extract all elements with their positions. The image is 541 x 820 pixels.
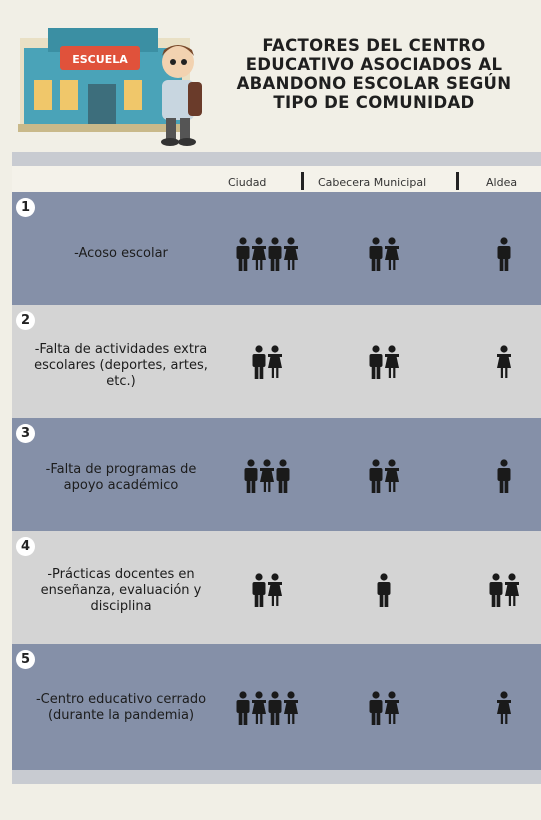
page-title: FACTORES DEL CENTRO EDUCATIVO ASOCIADOS … bbox=[214, 36, 534, 112]
factor-number: 5 bbox=[16, 650, 35, 669]
title-line: FACTORES DEL CENTRO bbox=[262, 36, 486, 55]
title-line: TIPO DE COMUNIDAD bbox=[273, 93, 475, 112]
school-illustration: ESCUELA bbox=[18, 28, 202, 146]
factor-number: 3 bbox=[16, 424, 35, 443]
school-sign-text: ESCUELA bbox=[72, 53, 128, 66]
factor-number: 1 bbox=[16, 198, 35, 217]
factor-label: -Falta de actividades extra escolares (d… bbox=[34, 342, 208, 389]
column-separator bbox=[456, 172, 459, 190]
school-steps bbox=[18, 124, 190, 132]
top-band bbox=[12, 152, 541, 166]
factor-label: -Centro educativo cerrado (durante la pa… bbox=[35, 692, 207, 723]
column-header-cabecera: Cabecera Municipal bbox=[318, 176, 427, 189]
factor-label: -Falta de programas de apoyo académico bbox=[45, 462, 197, 493]
window-icon bbox=[34, 80, 52, 110]
bottom-band bbox=[12, 770, 541, 784]
factor-label: -Acoso escolar bbox=[74, 246, 168, 261]
title-line: ABANDONO ESCOLAR SEGÚN bbox=[236, 74, 512, 93]
factor-number: 2 bbox=[16, 311, 35, 330]
column-header-aldea: Aldea bbox=[486, 176, 518, 189]
door-icon bbox=[88, 84, 116, 128]
column-headers bbox=[12, 166, 541, 192]
school-sign bbox=[60, 46, 140, 70]
window-icon bbox=[124, 80, 142, 110]
student-icon bbox=[161, 45, 202, 146]
window-icon bbox=[60, 80, 78, 110]
factor-number: 4 bbox=[16, 537, 35, 556]
header: ESCUELA FACTORES DEL CENTRO EDUCATIVO AS… bbox=[0, 0, 541, 152]
column-separator bbox=[301, 172, 304, 190]
column-header-ciudad: Ciudad bbox=[228, 176, 267, 189]
title-line: EDUCATIVO ASOCIADOS AL bbox=[245, 55, 503, 74]
factor-label: -Prácticas docentes en enseñanza, evalua… bbox=[40, 567, 202, 614]
